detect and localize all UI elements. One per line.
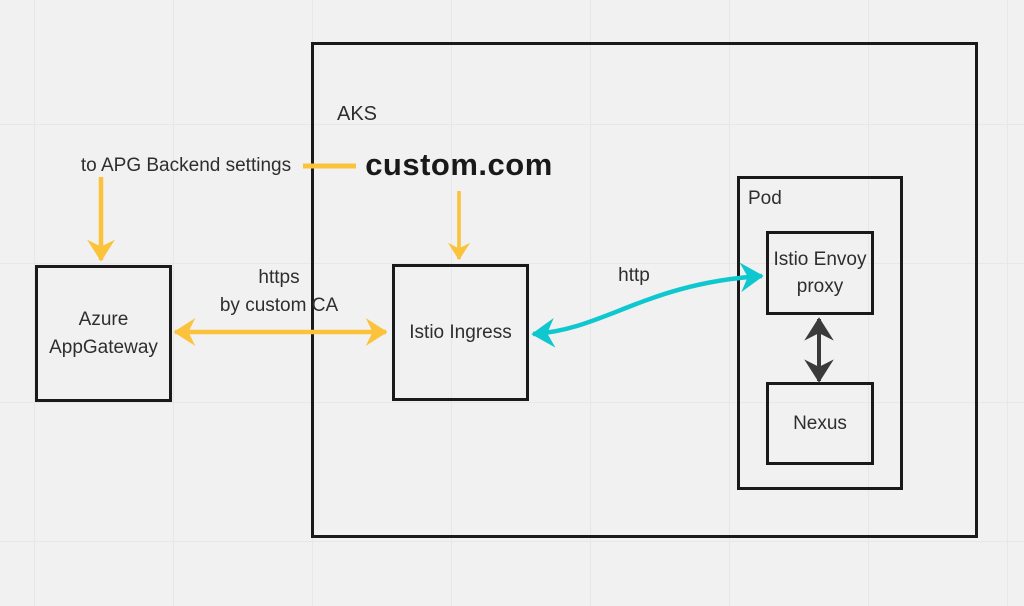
nexus-box: Nexus [766,382,874,465]
http-edge-label: http [618,265,650,286]
azure-appgateway-label-line2: AppGateway [49,336,158,358]
aks-container-box: AKS [311,42,978,538]
https-edge-label-line2: by custom CA [219,295,339,316]
pod-label: Pod [748,188,782,209]
https-edge-label: https by custom CA [198,264,360,320]
azure-appgateway-box: Azure AppGateway [35,265,172,402]
istio-ingress-box: Istio Ingress [392,264,529,401]
custom-domain-label: custom.com [365,147,553,182]
istio-envoy-proxy-box: Istio Envoy proxy [766,231,874,315]
apg-backend-note: to APG Backend settings [80,155,292,176]
istio-ingress-label: Istio Ingress [409,321,512,343]
aks-label: AKS [337,103,378,125]
istio-envoy-proxy-label-line2: proxy [796,276,844,297]
https-edge-label-line1: https [258,267,300,288]
azure-appgateway-label-line1: Azure [78,308,129,330]
istio-envoy-proxy-label-line1: Istio Envoy [773,249,867,270]
nexus-label: Nexus [793,412,847,434]
